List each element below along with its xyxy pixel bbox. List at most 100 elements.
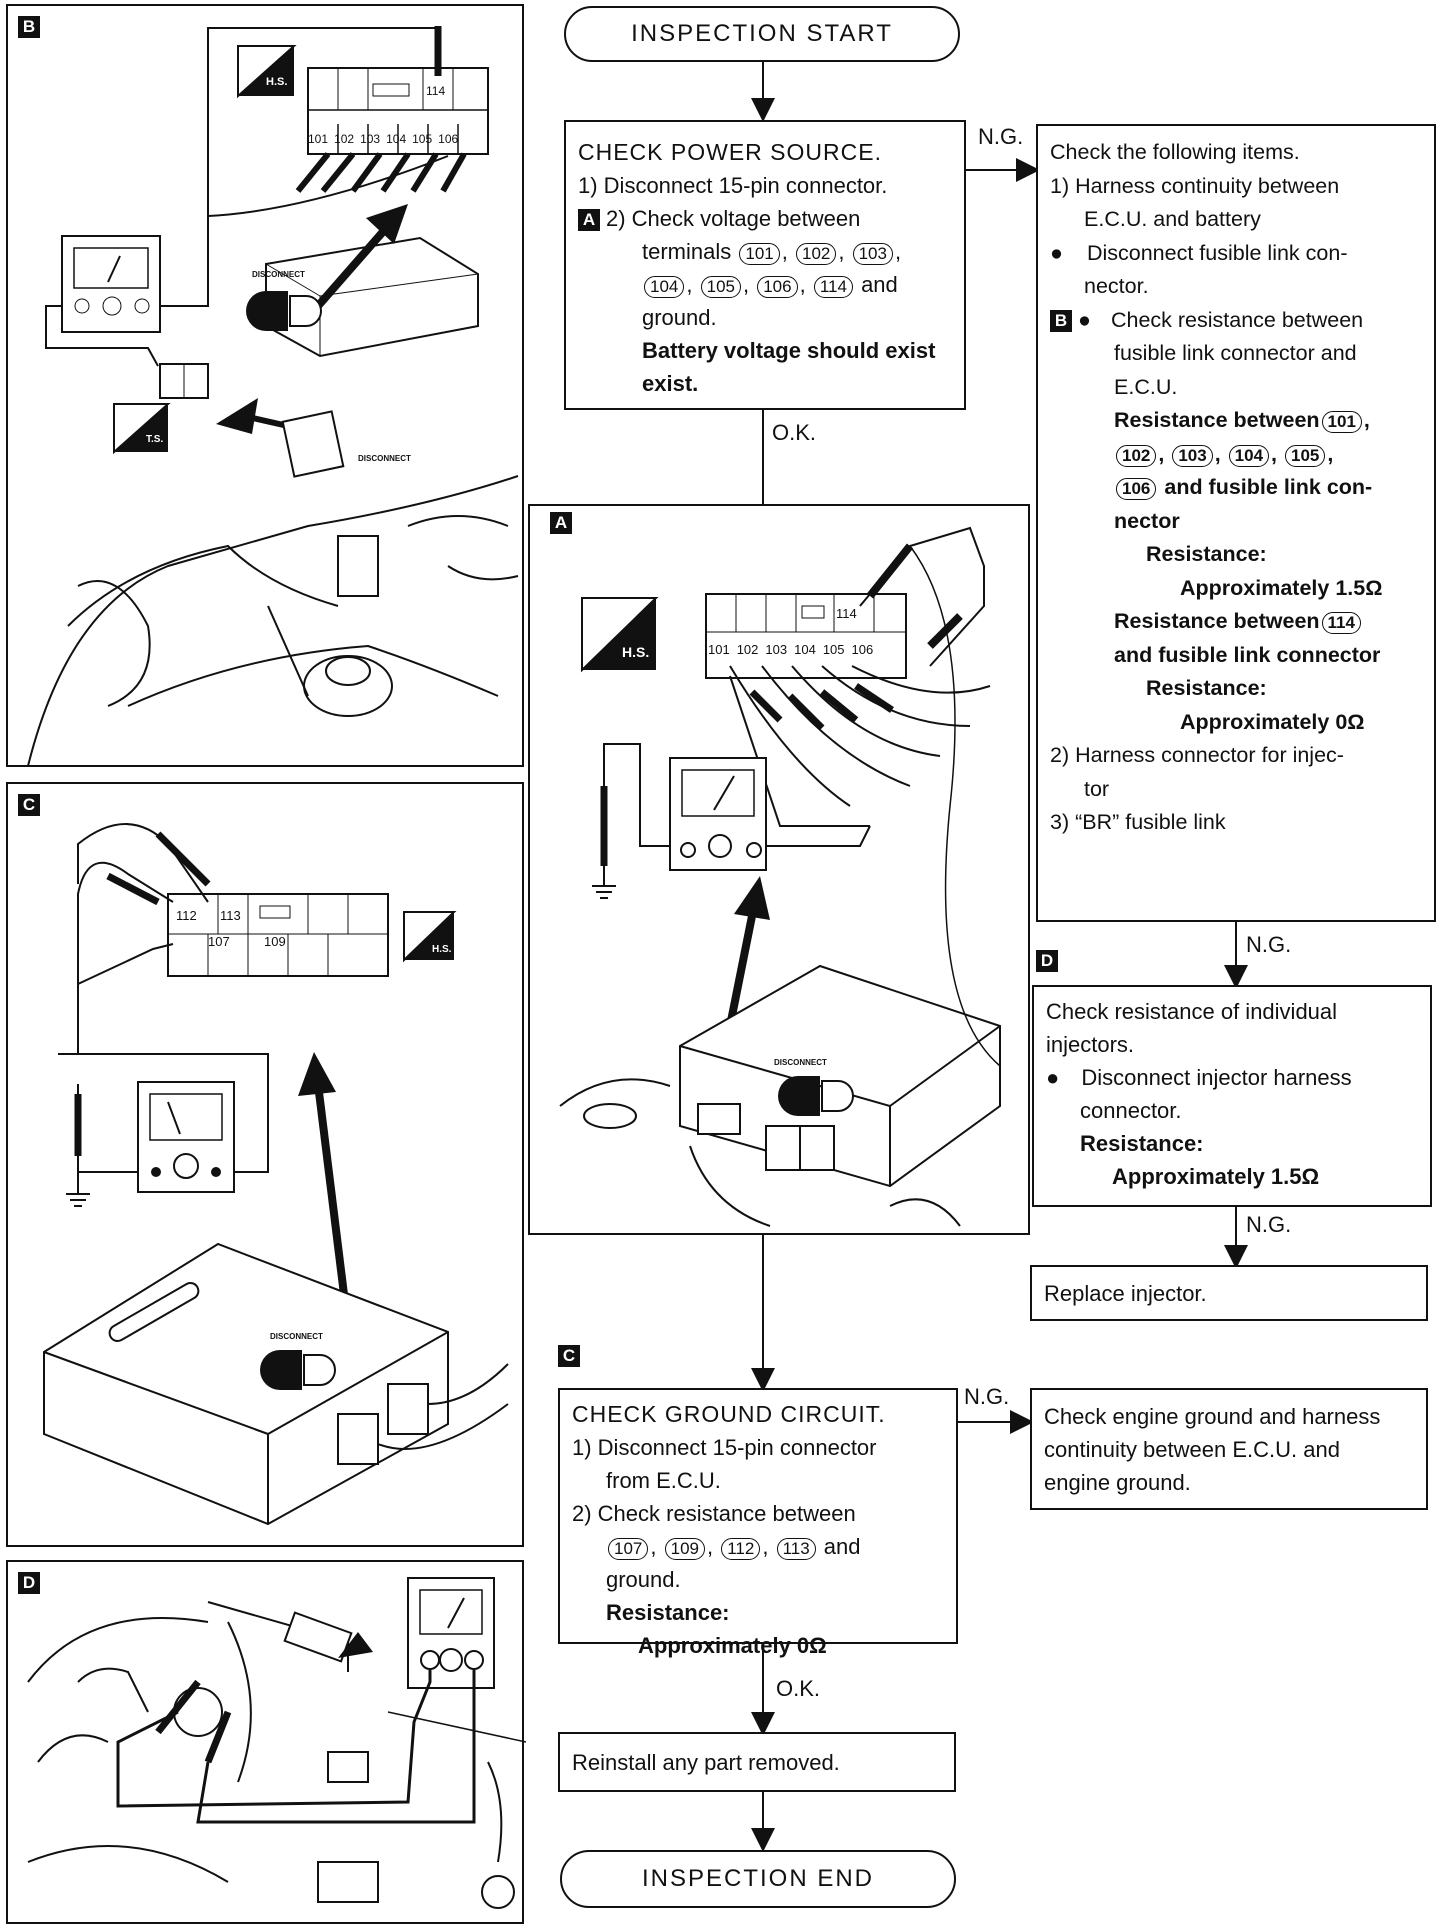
items-1a: 1) Harness continuity between [1050, 173, 1340, 198]
reinstall-box: Reinstall any part removed. [558, 1732, 956, 1792]
ok-label-ground: O.K. [776, 1676, 821, 1701]
items-rb2-end: and fusible link connector [1114, 642, 1381, 667]
panel-b-illustration [27, 26, 519, 767]
ground-res-val: Approximately 0Ω [638, 1633, 827, 1658]
panel-c-term-113: 113 [220, 908, 241, 923]
panel-c-disconnect: DISCONNECT [270, 1332, 323, 1341]
items-1b: E.C.U. and battery [1084, 207, 1261, 231]
engine-ground-l2: continuity between E.C.U. and [1044, 1437, 1340, 1462]
panel-c-term-107: 107 [208, 934, 230, 949]
ground-res-label: Resistance: [606, 1600, 730, 1625]
ng-label-ground: N.G. [964, 1384, 1010, 1409]
term-104: 104 [644, 276, 685, 298]
panel-b-ts-label: T.S. [146, 434, 164, 445]
injector-bullet2: connector. [1080, 1098, 1182, 1123]
panel-c-term-109: 109 [264, 934, 286, 949]
panel-b-disconnect-1: DISCONNECT [252, 270, 305, 279]
panel-c-term-112: 112 [176, 908, 197, 923]
check-power-source-box: CHECK POWER SOURCE. 1) Disconnect 15-pin… [564, 120, 966, 410]
panel-b-term-114: 114 [426, 84, 446, 98]
power-and: and [861, 272, 898, 297]
items-2a: 2) Harness connector for injec- [1050, 743, 1344, 767]
items-bullet1a: Disconnect fusible link con- [1086, 240, 1348, 265]
items-res-label-1: Resistance: [1146, 542, 1267, 566]
panel-d-tag: D [18, 1572, 40, 1594]
term-105: 105 [700, 276, 741, 298]
power-terms-line2: 104, 105, 106, 114 and [578, 268, 952, 301]
items-3: 3) “BR” fusible link [1050, 810, 1226, 834]
items-term-105: 105 [1284, 444, 1326, 467]
ng-label-power: N.G. [978, 124, 1024, 149]
panel-c-tag: C [18, 794, 40, 816]
panel-b-term: 105 [412, 132, 433, 146]
ng-label-injector: N.G. [1246, 1212, 1292, 1237]
panel-b-term: 104 [386, 132, 407, 146]
ground-s2a: 2) Check resistance between [572, 1501, 856, 1526]
items-bullet2b: fusible link connector and [1114, 341, 1357, 365]
power-step1: 1) Disconnect 15-pin connector. [578, 173, 888, 198]
items-term-102: 102 [1116, 444, 1157, 467]
panel-b-disconnect-2: DISCONNECT [358, 454, 411, 463]
power-title: CHECK POWER SOURCE. [578, 139, 882, 165]
panel-a-illustration [559, 526, 1001, 1227]
panel-b-term: 102 [334, 132, 355, 146]
panel-c-hs-label: H.S. [432, 944, 452, 955]
panel-d-illustration [27, 1577, 526, 1909]
power-terminals-label: terminals [642, 239, 732, 264]
term-102: 102 [795, 243, 837, 265]
panel-a-term: 104 [794, 642, 816, 657]
power-terms-line1: terminals 101, 102, 103, [642, 239, 902, 265]
power-step2: 2) Check voltage between [606, 206, 861, 231]
panel-b-hs-label: H.S. [266, 76, 288, 88]
term-114: 114 [813, 276, 853, 298]
engine-ground-l1: Check engine ground and harness [1044, 1404, 1381, 1429]
term-103: 103 [852, 243, 893, 265]
power-ground: ground. [642, 305, 717, 330]
items-bullet2a: Check resistance between [1110, 307, 1364, 332]
ground-ground: ground. [606, 1567, 681, 1592]
gterm-112: 112 [721, 1538, 761, 1560]
check-injector-box: Check resistance of individual injectors… [1032, 985, 1432, 1207]
items-term-106: 106 [1116, 478, 1157, 500]
items-bullet1b: nector. [1084, 274, 1149, 298]
items-term-104: 104 [1228, 444, 1270, 467]
panel-c-illustration [43, 823, 509, 1526]
power-result-2: exist. [642, 371, 699, 396]
panel-a: A [528, 504, 1030, 1235]
check-engine-ground-box: Check engine ground and harness continui… [1030, 1388, 1428, 1510]
items-2b: tor [1084, 776, 1110, 801]
items-rb1: Resistance between [1114, 408, 1320, 432]
injector-res-label: Resistance: [1080, 1131, 1204, 1156]
items-res-label-2: Resistance: [1146, 676, 1267, 700]
panel-a-term: 103 [765, 642, 788, 657]
inspection-end: INSPECTION END [560, 1850, 956, 1908]
panel-a-tag: A [550, 512, 572, 534]
check-ground-box: CHECK GROUND CIRCUIT. 1) Disconnect 15-p… [558, 1388, 958, 1658]
injector-l1: Check resistance of individual [1046, 999, 1338, 1024]
ground-title: CHECK GROUND CIRCUIT. [572, 1401, 886, 1427]
ground-tag-c: C [558, 1345, 580, 1367]
items-res-val-2: Approximately 0Ω [1180, 709, 1365, 734]
inspection-start: INSPECTION START [564, 6, 960, 62]
injector-l2: injectors. [1046, 1032, 1135, 1057]
panel-a-disconnect: DISCONNECT [774, 1058, 827, 1067]
panel-b-term: 103 [360, 132, 381, 146]
ground-and: and [823, 1534, 861, 1559]
panel-b-term: 106 [438, 132, 459, 146]
term-106: 106 [757, 276, 798, 298]
panel-b-tag: B [18, 16, 40, 38]
items-term-103: 103 [1172, 444, 1213, 467]
ng-label-items: N.G. [1246, 932, 1292, 957]
injector-res-val: Approximately 1.5Ω [1112, 1164, 1320, 1189]
items-tag-b: B [1050, 309, 1072, 332]
injector-bullet1: Disconnect injector harness [1081, 1065, 1352, 1090]
panel-b-term: 101 [308, 132, 329, 146]
injector-tag-d: D [1036, 950, 1058, 972]
panel-c: C [6, 782, 524, 1547]
items-res-val-1: Approximately 1.5Ω [1180, 575, 1383, 600]
items-title: Check the following items. [1050, 140, 1300, 164]
panel-a-terms-bottom: 101 102 103 104 105 106 [708, 642, 873, 657]
gterm-113: 113 [776, 1538, 816, 1560]
term-101: 101 [739, 243, 780, 265]
panel-b-terms-bottom: 101 102 103 104 105 106 [308, 132, 458, 146]
